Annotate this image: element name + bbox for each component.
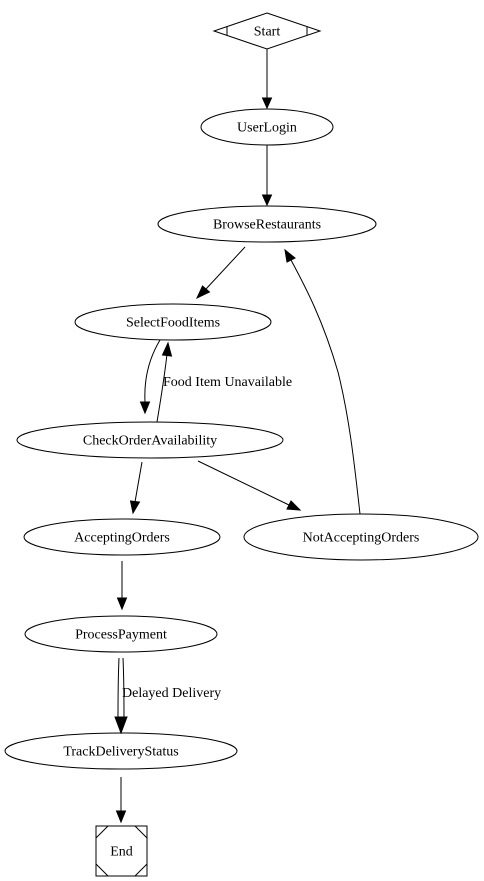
node-start: Start bbox=[212, 12, 322, 50]
node-track-delivery-status-label: TrackDeliveryStatus bbox=[63, 745, 178, 760]
edge-checkorderavailability-to-selectfooditems bbox=[156, 341, 173, 423]
edge-trackdeliverystatus-to-end bbox=[115, 777, 127, 824]
node-process-payment: ProcessPayment bbox=[24, 615, 218, 653]
edge-processpayment-to-trackdeliverystatus bbox=[114, 657, 128, 735]
node-track-delivery-status: TrackDeliveryStatus bbox=[4, 732, 238, 770]
node-end: End bbox=[95, 825, 148, 877]
node-check-order-availability-label: CheckOrderAvailability bbox=[83, 434, 217, 449]
node-end-label: End bbox=[110, 845, 133, 860]
node-browse-restaurants-label: BrowseRestaurants bbox=[213, 218, 321, 233]
edge-browserestaurants-to-selectfooditems bbox=[195, 246, 246, 300]
node-not-accepting-orders: NotAcceptingOrders bbox=[243, 513, 479, 561]
edge-label-food-item-unavailable: Food Item Unavailable bbox=[163, 375, 292, 390]
node-accepting-orders-label: AcceptingOrders bbox=[74, 531, 170, 546]
node-browse-restaurants: BrowseRestaurants bbox=[157, 205, 377, 243]
node-not-accepting-orders-label: NotAcceptingOrders bbox=[303, 531, 420, 546]
node-user-login-label: UserLogin bbox=[237, 121, 297, 136]
edge-selectfooditems-to-checkorderavailability bbox=[139, 339, 161, 415]
edge-checkorderavailability-to-notacceptingorders bbox=[197, 460, 302, 511]
node-select-food-items-label: SelectFoodItems bbox=[126, 316, 220, 331]
node-select-food-items: SelectFoodItems bbox=[74, 303, 272, 341]
node-start-label: Start bbox=[254, 25, 281, 40]
edge-label-delayed-delivery: Delayed Delivery bbox=[122, 686, 221, 701]
edge-acceptingorders-to-processpayment bbox=[116, 561, 128, 611]
edge-start-to-userlogin bbox=[261, 49, 273, 110]
node-process-payment-label: ProcessPayment bbox=[75, 628, 167, 643]
node-check-order-availability: CheckOrderAvailability bbox=[16, 421, 284, 459]
edge-notacceptingorders-to-browserestaurants bbox=[284, 248, 361, 515]
node-user-login: UserLogin bbox=[200, 108, 334, 146]
edge-userlogin-to-browserestaurants bbox=[261, 145, 273, 207]
edge-checkorderavailability-to-acceptingorders bbox=[129, 461, 143, 515]
node-accepting-orders: AcceptingOrders bbox=[23, 518, 221, 556]
